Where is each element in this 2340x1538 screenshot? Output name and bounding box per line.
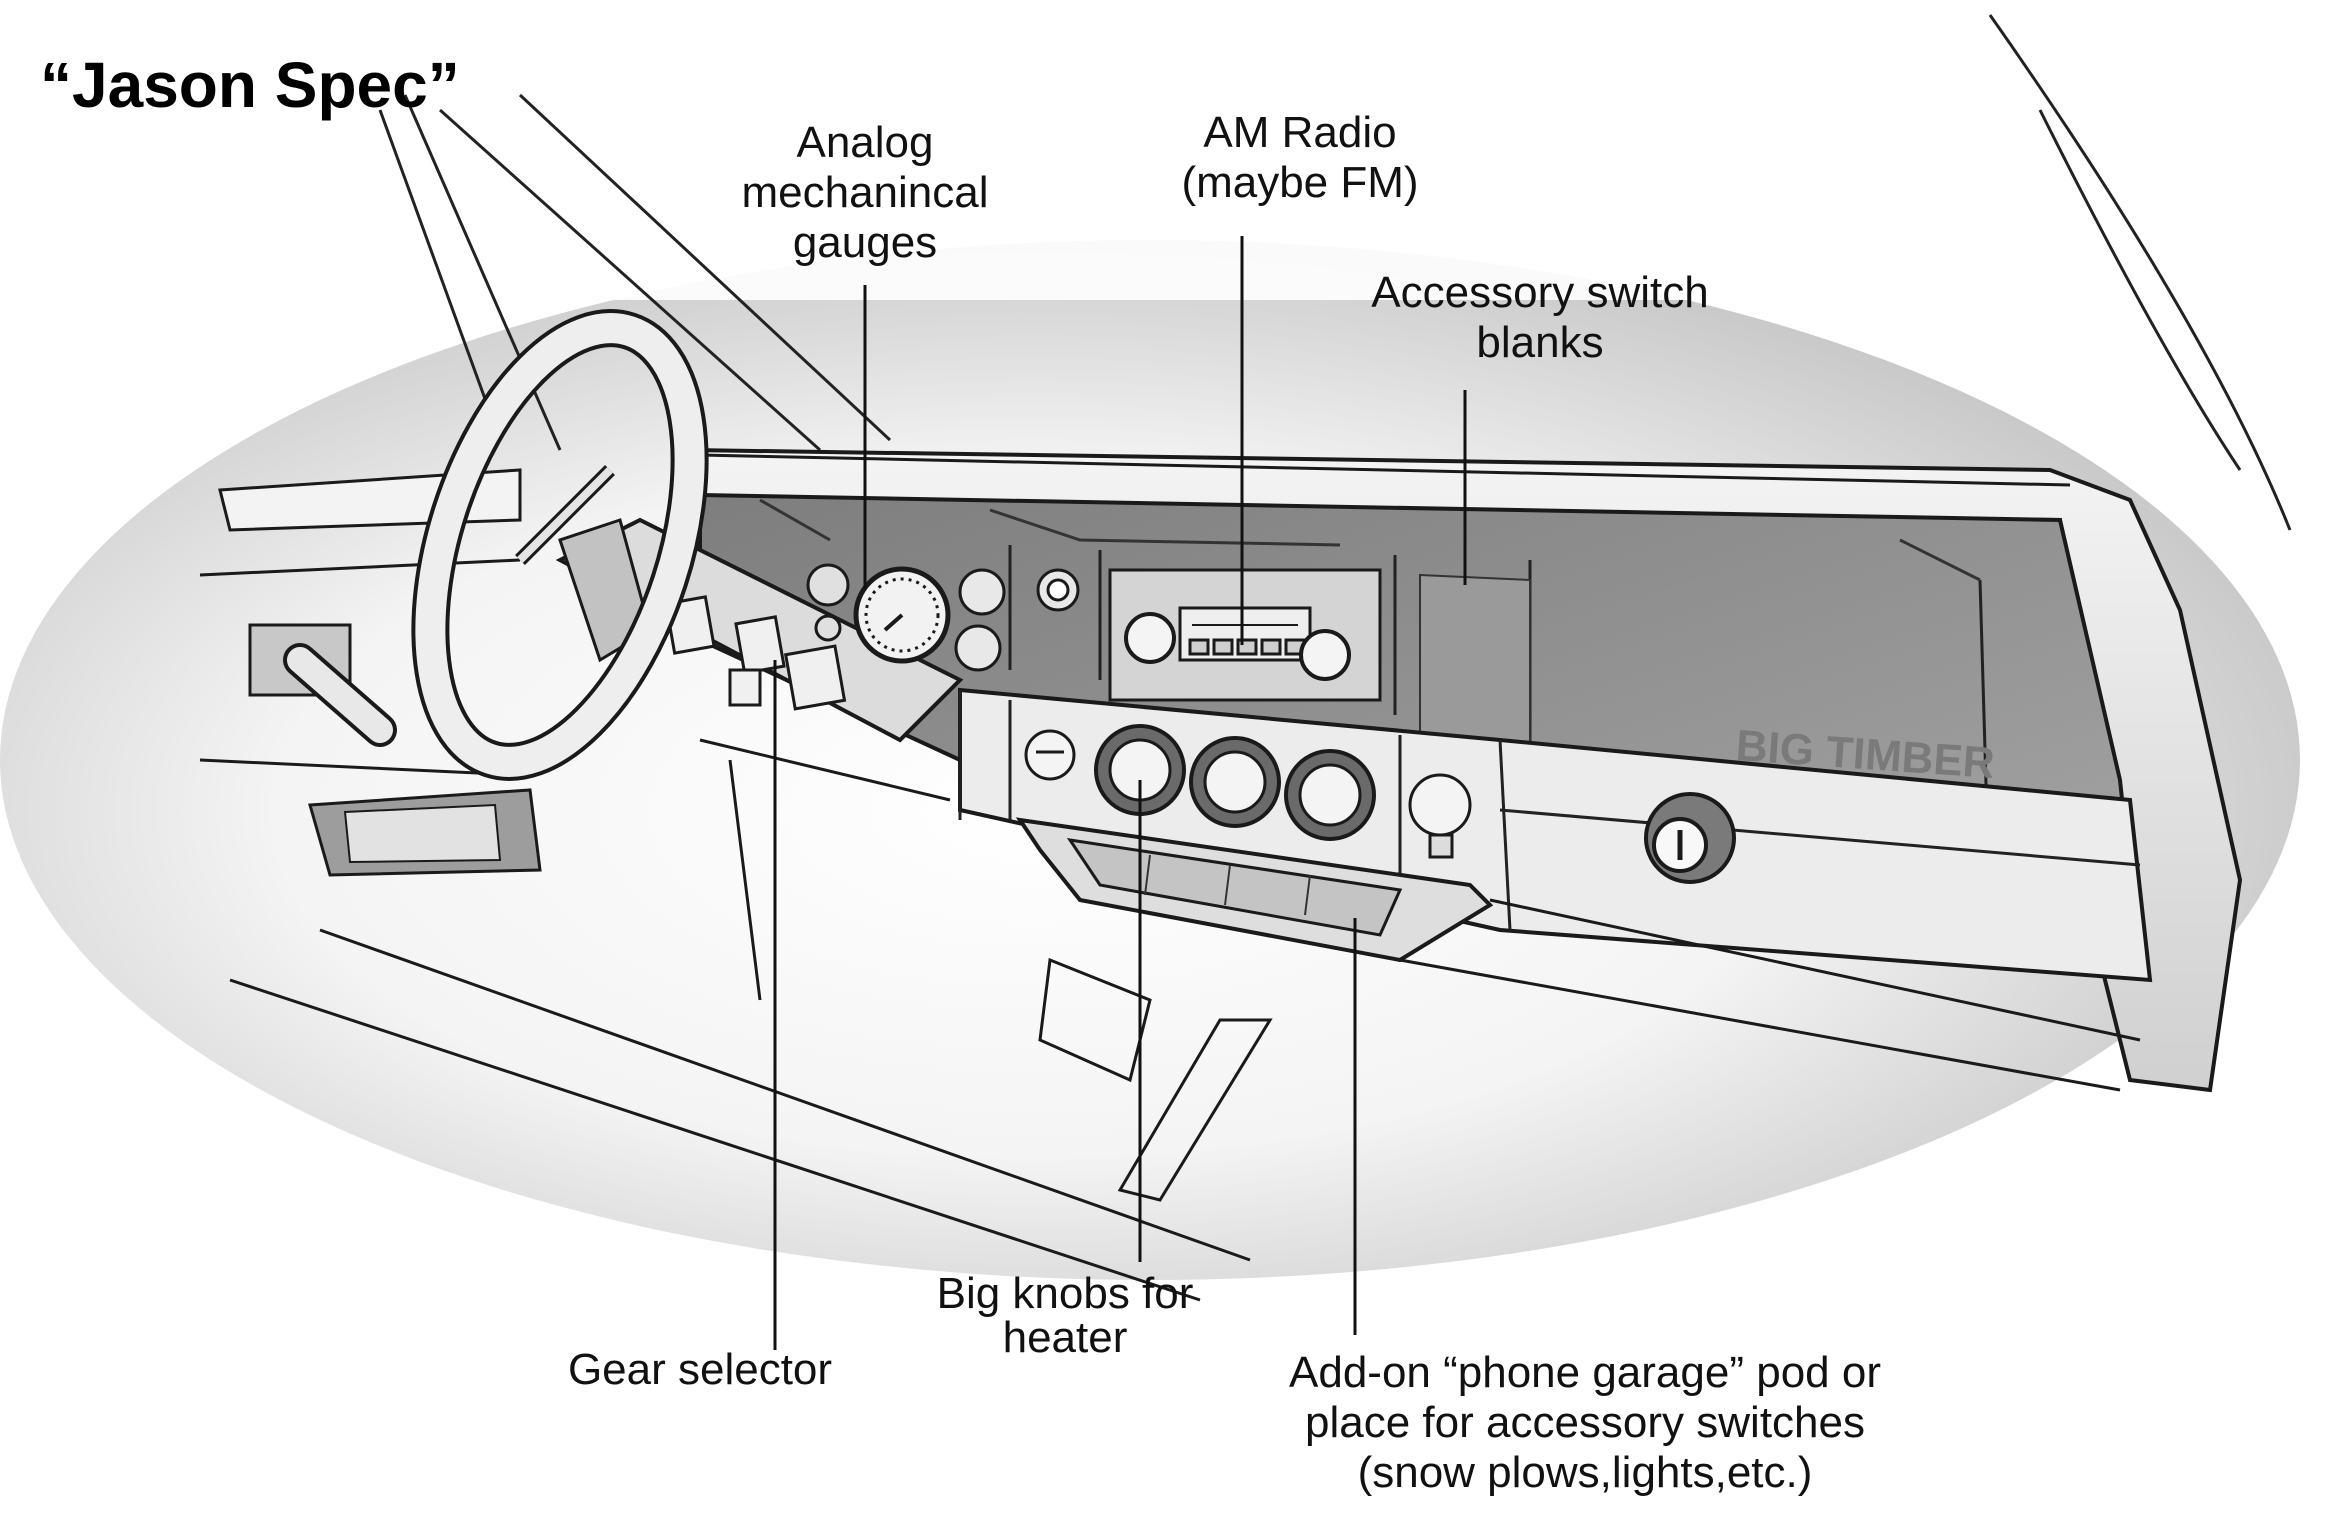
heater-knobs-label-line-1: Big knobs for (936, 1269, 1194, 1318)
phone-garage-label-line-2: place for accessory switches (1305, 1398, 1865, 1447)
phone-garage-label: Add-on “phone garage” pod or place for a… (1225, 1348, 1945, 1498)
accessory-blanks-label: Accessory switch blanks (1300, 268, 1780, 368)
am-radio (1124, 606, 1351, 681)
gauges-cluster (806, 563, 1080, 672)
accessory-blanks-label-line-1: Accessory switch (1371, 268, 1709, 317)
callout-lines (773, 236, 1467, 1350)
page-title: “Jason Spec” (40, 49, 460, 121)
heater-knobs-label: Big knobs for heater (900, 1272, 1230, 1360)
gear-selector-label-line-1: Gear selector (567, 1345, 833, 1394)
radio-label-line-1: AM Radio (1203, 108, 1397, 157)
steering-wheel (411, 309, 709, 781)
radio-label-line-2: (maybe FM) (1181, 158, 1419, 207)
gauges-label-line-2: mechanincal (741, 168, 989, 217)
heater-knobs-label-line-2: heater (1002, 1313, 1128, 1362)
phone-garage-label-line-1: Add-on “phone garage” pod or (1289, 1348, 1881, 1397)
radio-label: AM Radio (maybe FM) (1130, 108, 1470, 208)
gear-selector-label: Gear selector (520, 1345, 880, 1395)
gauges-label: Analog mechanincal gauges (705, 118, 1025, 268)
phone-garage-label-line-3: (snow plows,lights,etc.) (1357, 1448, 1813, 1497)
accessory-blanks-label-line-2: blanks (1476, 318, 1604, 367)
glovebox-knob (1644, 792, 1736, 884)
gauges-label-line-3: gauges (792, 218, 938, 267)
gauges-label-line-1: Analog (796, 118, 934, 167)
